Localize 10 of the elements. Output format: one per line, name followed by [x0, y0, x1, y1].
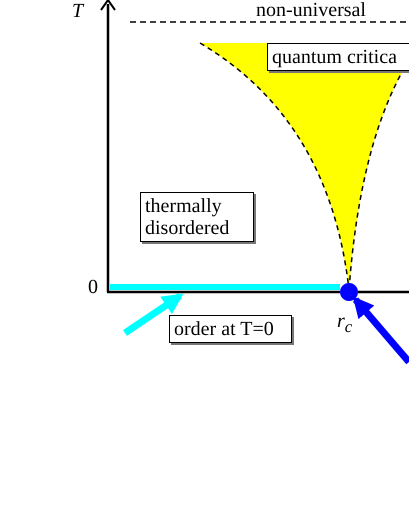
region-label: order at T=0 — [169, 315, 292, 343]
arrow — [352, 296, 409, 364]
arrow — [123, 293, 184, 336]
critical-point-label: r$_{c}$ — [337, 310, 352, 338]
region-label: quantum critica — [267, 43, 409, 71]
region-label: thermally disordered — [140, 192, 254, 242]
critical-point — [340, 283, 358, 301]
tick-label: 0 — [88, 276, 98, 298]
axis-label: T — [72, 0, 84, 22]
region-label: non-universal — [256, 0, 366, 21]
